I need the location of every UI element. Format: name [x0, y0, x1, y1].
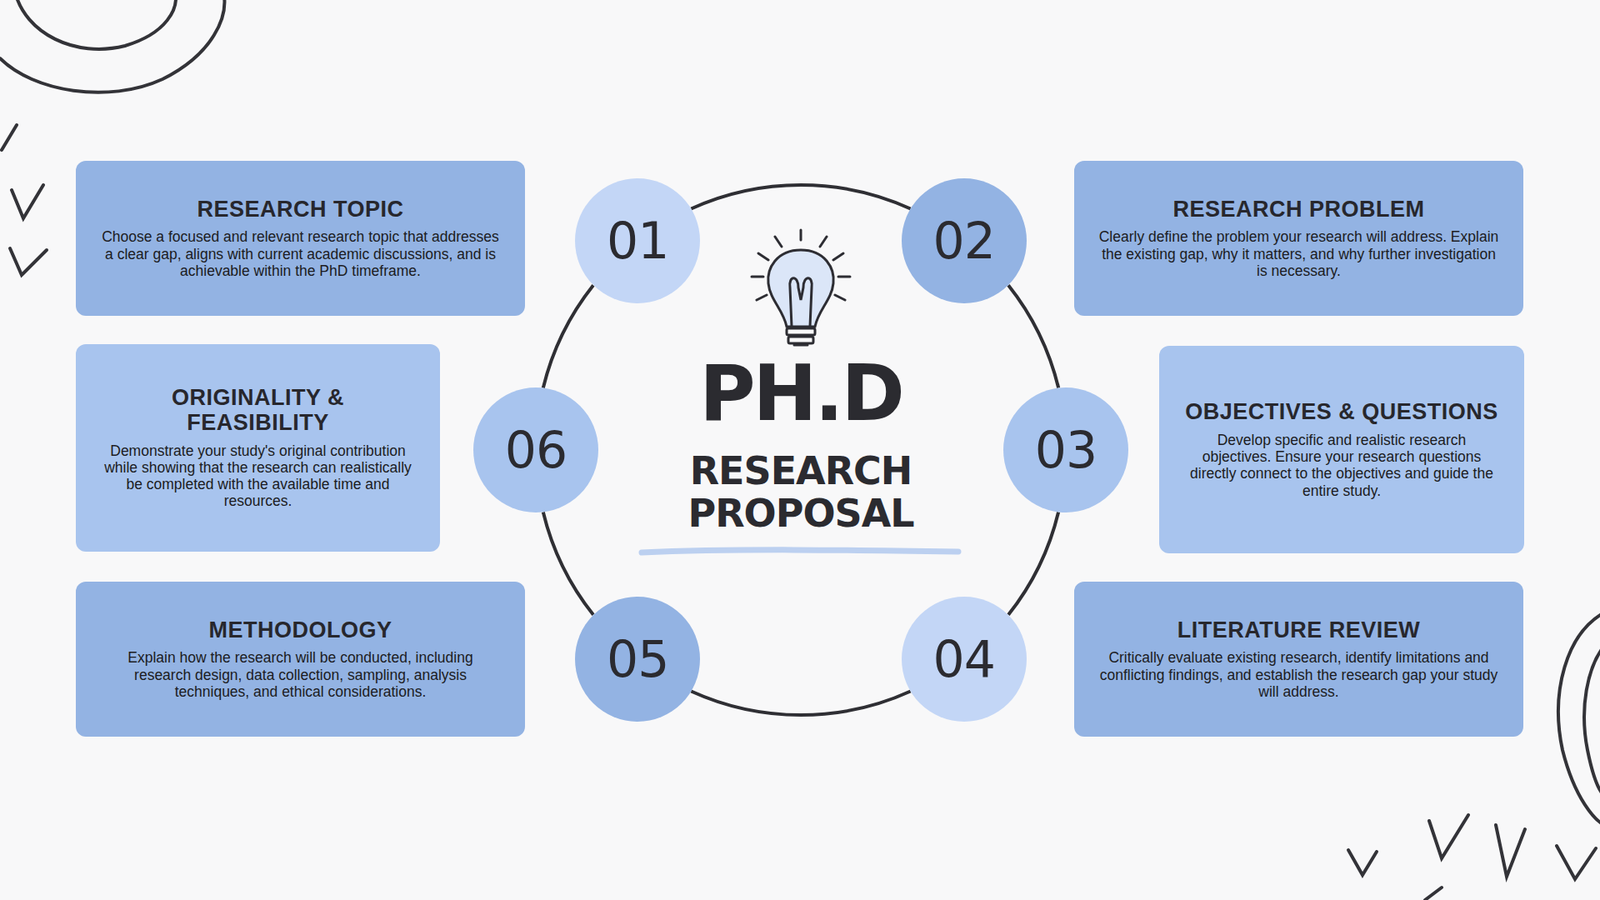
corner-arc: [1584, 645, 1600, 796]
box-body-text: Explain how the research will be conduct…: [99, 649, 502, 700]
ring-arc: [543, 512, 594, 615]
box-heading: OBJECTIVES & QUESTIONS: [1185, 400, 1499, 425]
check-mark: [1425, 887, 1442, 900]
number-circle: 06: [473, 387, 599, 513]
check-mark: [1348, 850, 1377, 875]
step-box: RESEARCH TOPIC Choose a focused and relev…: [75, 160, 525, 316]
step-box: OBJECTIVES & QUESTIONS Develop specific a…: [1159, 345, 1525, 554]
box-heading: ORIGINALITY & FEASIBILITY: [99, 385, 417, 435]
corner-arc: [15, 0, 176, 50]
step-box: RESEARCH PROBLEM Clearly define the probl…: [1074, 160, 1524, 316]
box-body-text: Choose a focused and relevant research t…: [99, 228, 502, 280]
number-circle: 01: [575, 178, 700, 304]
number-circle: 02: [901, 178, 1027, 304]
check-mark: [10, 248, 47, 275]
step-box: METHODOLOGY Explain how the research will…: [75, 581, 525, 737]
callout-number: 02: [933, 211, 995, 270]
ring-arc: [1008, 285, 1059, 388]
step-box: ORIGINALITY & FEASIBILITY Demonstrate you…: [75, 344, 440, 552]
ring-arc: [543, 285, 594, 388]
check-mark: [11, 185, 44, 219]
box-body-text: Clearly define the problem your research…: [1097, 228, 1500, 280]
callout-number: 04: [933, 630, 995, 689]
check-mark: [1429, 815, 1469, 859]
bulb-icon: [751, 230, 850, 345]
ring-arc: [690, 691, 910, 716]
number-circle: 03: [1003, 387, 1129, 513]
number-circle: 04: [901, 596, 1027, 722]
corner-arc: [1558, 612, 1600, 825]
callout-number: 06: [505, 420, 567, 480]
callout-number: 03: [1035, 420, 1097, 480]
check-mark: [1, 125, 17, 150]
box-heading: LITERATURE REVIEW: [1177, 618, 1421, 644]
diagram-title: PH.D: [634, 354, 968, 435]
check-mark: [1495, 825, 1525, 877]
callout-number: 05: [606, 630, 669, 689]
box-heading: RESEARCH TOPIC: [196, 197, 404, 223]
box-body-text: Develop specific and realistic research …: [1182, 431, 1501, 500]
ring-arc: [690, 185, 910, 210]
callout-number: 01: [606, 211, 669, 270]
subtitle-label: RESEARCH PROPOSAL: [684, 450, 918, 535]
box-body-text: Critically evaluate existing research, i…: [1097, 649, 1500, 700]
number-circle: 05: [575, 596, 700, 722]
check-mark: [1556, 845, 1596, 880]
box-heading: METHODOLOGY: [209, 618, 393, 644]
box-heading: RESEARCH PROBLEM: [1172, 197, 1425, 223]
title-underline: [641, 550, 959, 553]
corner-arc: [0, 0, 225, 93]
ring-arc: [1008, 512, 1059, 615]
box-body-text: Demonstrate your study's original contri…: [99, 442, 417, 510]
step-box: LITERATURE REVIEW Critically evaluate exi…: [1074, 581, 1524, 737]
